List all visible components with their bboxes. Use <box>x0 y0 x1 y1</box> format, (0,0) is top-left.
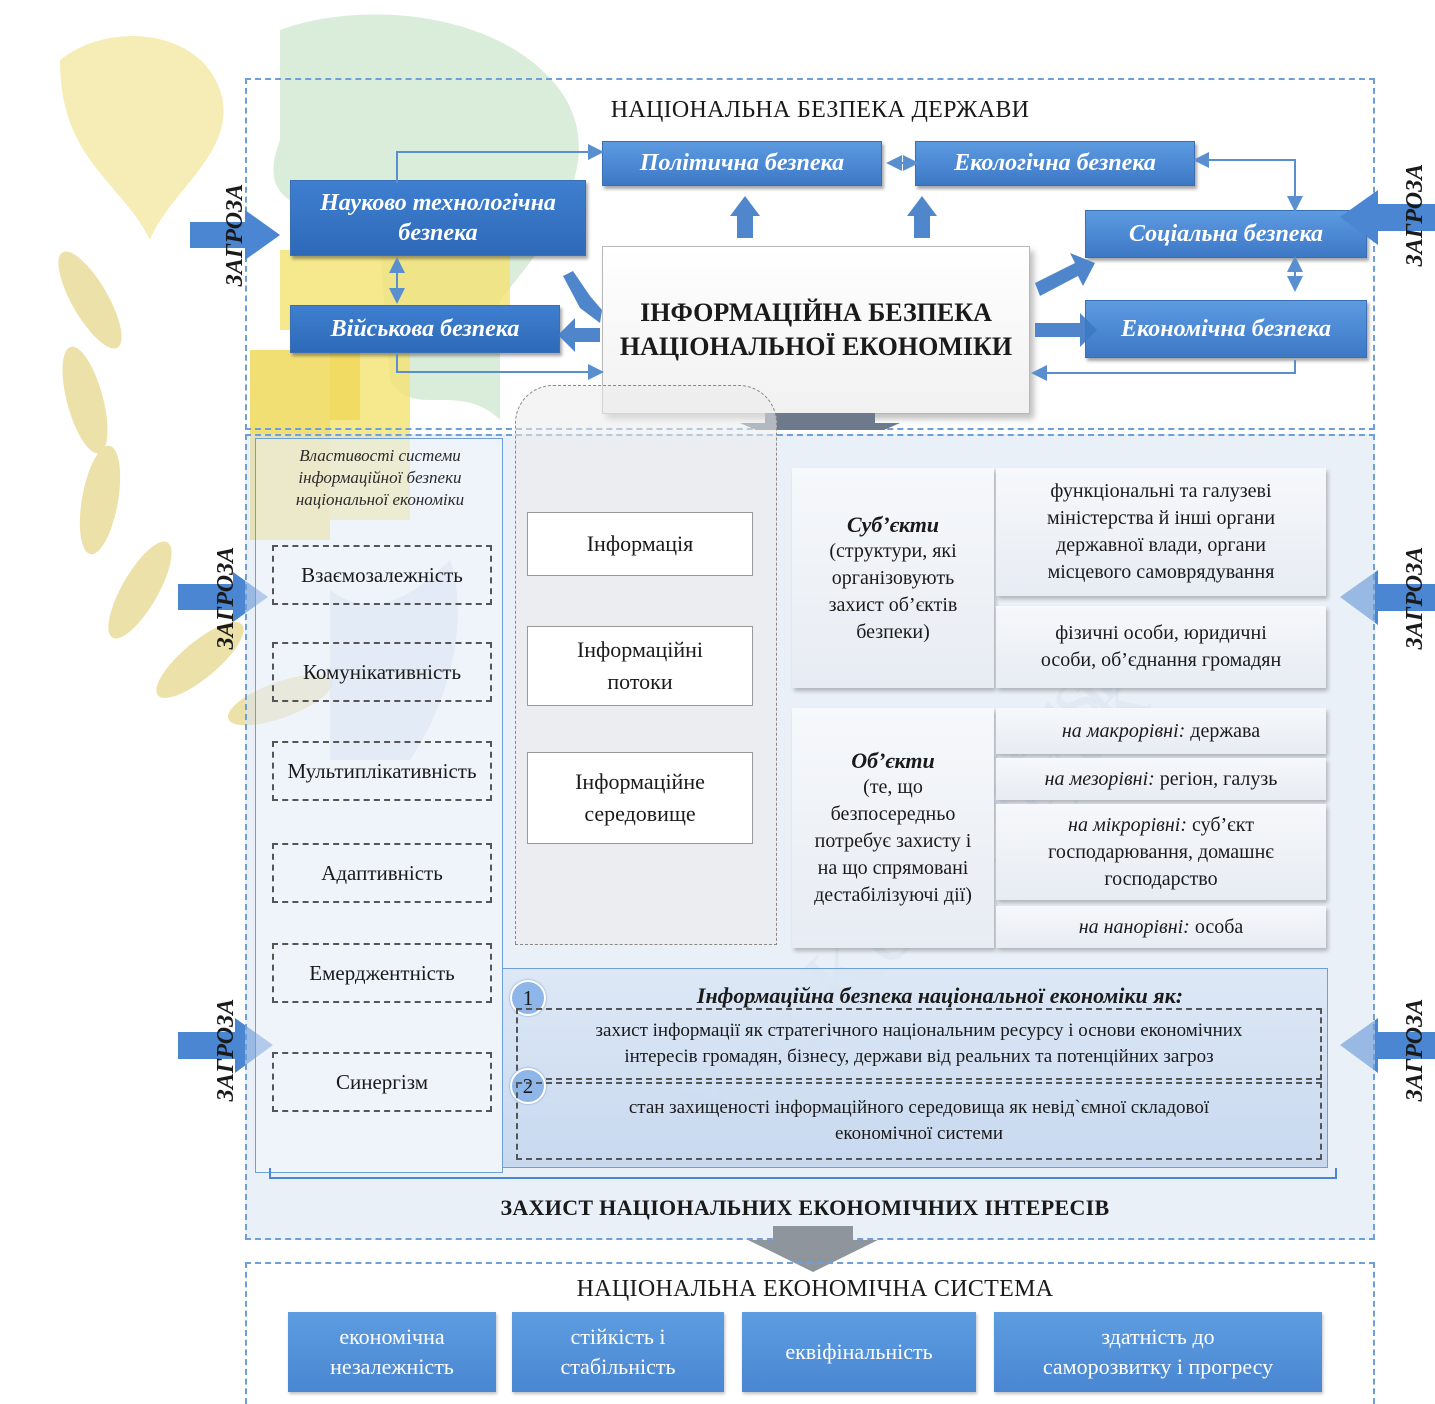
objects-micro-extra-1: господарювання, домашнє <box>1048 840 1274 863</box>
objects-desc-3: потребує захисту і <box>814 830 972 852</box>
objects-macro-value: держава <box>1190 719 1261 742</box>
system-item4-line-1: здатність до <box>1101 1324 1215 1349</box>
property-emergence: Емерджентність <box>272 943 492 1003</box>
property-interdependence: Взаємозалежність <box>272 545 492 605</box>
system-item1-line-2: незалежність <box>330 1354 454 1379</box>
definition-item2-line-1: стан захищеності інформаційного середови… <box>628 1097 1210 1118</box>
properties-title-line-1: Властивості системи <box>299 446 461 465</box>
system-item4-line-2: саморозвитку і прогресу <box>1042 1354 1274 1379</box>
political-security-box: Політична безпека <box>602 141 882 186</box>
objects-macro-label: на макрорівні: <box>1061 719 1186 742</box>
system-stability-box: стійкість і стабільність <box>512 1312 724 1392</box>
info-flows-box: Інформаційні потоки <box>527 626 753 706</box>
info-box: Інформація <box>527 512 753 576</box>
info-flows-line-1: Інформаційні <box>576 637 704 662</box>
property-synergism: Синергізм <box>272 1052 492 1112</box>
economic-system-frame <box>245 1262 1375 1404</box>
threat-label-mid-left: ЗАГРОЗА <box>212 546 239 650</box>
threat-label-top-left: ЗАГРОЗА <box>221 183 248 287</box>
subjects-title: Суб’єкти <box>846 511 940 537</box>
ecological-security-box: Екологічна безпека <box>915 141 1195 186</box>
objects-meso-label: на мезорівні: <box>1044 767 1155 790</box>
info-environment-box: Інформаційне середовище <box>527 752 753 844</box>
subjects-desc-3: захист об’єктів <box>828 593 958 616</box>
scitech-line-2: безпека <box>398 220 478 246</box>
objects-desc-4: на що спрямовані <box>817 857 969 879</box>
subjects-desc-2: організовують <box>831 566 955 589</box>
economic-security-box: Економічна безпека <box>1085 300 1367 358</box>
info-env-line-1: Інформаційне <box>575 769 705 794</box>
subjects-authorities-box: функціональні та галузеві міністерства й… <box>996 468 1326 596</box>
objects-macro-box: на макрорівні: держава <box>996 708 1326 754</box>
objects-micro-box: на мікрорівні: суб’єкт господарювання, д… <box>996 804 1326 900</box>
system-equifinality-box: еквіфінальність <box>742 1312 976 1392</box>
threat-label-bottom-right: ЗАГРОЗА <box>1401 998 1428 1102</box>
property-multiplicativity: Мультиплікативність <box>272 741 492 801</box>
system-item1-line-1: економічна <box>339 1324 445 1349</box>
subjects-desc-1: (структури, які <box>829 539 957 562</box>
definition-item-1: захист інформації як стратегічного націо… <box>516 1008 1322 1080</box>
system-item2-line-2: стабільність <box>560 1354 676 1379</box>
subjects-box1-line-3: державної влади, органи <box>1056 534 1266 556</box>
system-selfdevelopment-box: здатність до саморозвитку і прогресу <box>994 1312 1322 1392</box>
objects-box: Об’єкти (те, що безпосередньо потребує з… <box>792 708 994 948</box>
properties-title-line-2: інформаційної безпеки <box>298 468 462 487</box>
objects-desc-1: (те, що <box>863 776 923 798</box>
threat-label-mid-right: ЗАГРОЗА <box>1401 546 1428 650</box>
objects-nano-label: на нанорівні: <box>1078 915 1190 938</box>
core-line-1: ІНФОРМАЦІЙНА БЕЗПЕКА <box>640 298 992 327</box>
economic-system-title: НАЦІОНАЛЬНА ЕКОНОМІЧНА СИСТЕМА <box>576 1275 1054 1302</box>
objects-micro-value: суб’єкт <box>1192 813 1254 836</box>
threat-arrow-top-left <box>190 210 280 260</box>
properties-title-line-3: національної економіки <box>295 490 465 509</box>
system-item2-line-1: стійкість і <box>570 1324 666 1349</box>
protection-brace <box>269 1168 1337 1179</box>
definition-item1-line-2: інтересів громадян, бізнесу, держави від… <box>624 1046 1214 1067</box>
threat-label-bottom-left: ЗАГРОЗА <box>212 998 239 1102</box>
objects-title: Об’єкти <box>851 748 935 773</box>
subjects-desc-4: безпеки) <box>856 620 930 643</box>
objects-nano-value: особа <box>1194 915 1244 938</box>
social-security-box: Соціальна безпека <box>1085 210 1367 258</box>
scitech-line-1: Науково технологічна <box>320 190 556 216</box>
property-communicativeness: Комунікативність <box>272 642 492 702</box>
objects-meso-box: на мезорівні: регіон, галузь <box>996 758 1326 800</box>
property-adaptivity: Адаптивність <box>272 843 492 903</box>
threat-arrow-top-right <box>1340 190 1435 245</box>
subjects-box2-line-2: особи, об’єднання громадян <box>1040 649 1282 671</box>
objects-meso-value: регіон, галузь <box>1159 767 1278 790</box>
system-independence-box: економічна незалежність <box>288 1312 496 1392</box>
subjects-box1-line-4: місцевого самоврядування <box>1047 561 1275 583</box>
scitech-security-box: Науково технологічна безпека <box>290 180 586 256</box>
subjects-box: Суб’єкти (структури, які організовують з… <box>792 468 994 688</box>
definition-panel <box>502 968 1328 1168</box>
info-flows-line-2: потоки <box>607 669 673 694</box>
objects-micro-extra-2: господарство <box>1104 867 1218 890</box>
subjects-persons-box: фізичні особи, юридичні особи, об’єднанн… <box>996 606 1326 688</box>
threat-label-top-right: ЗАГРОЗА <box>1401 163 1428 267</box>
protection-label: ЗАХИСТ НАЦІОНАЛЬНИХ ЕКОНОМІЧНИХ ІНТЕРЕСІ… <box>500 1195 1110 1220</box>
objects-nano-box: на нанорівні: особа <box>996 906 1326 948</box>
military-security-box: Військова безпека <box>290 305 560 353</box>
subjects-box1-line-1: функціональні та галузеві <box>1050 480 1272 502</box>
objects-desc-2: безпосередньо <box>830 803 956 825</box>
subjects-box1-line-2: міністерства й інші органи <box>1046 507 1276 529</box>
national-security-title: НАЦІОНАЛЬНА БЕЗПЕКА ДЕРЖАВИ <box>610 96 1030 123</box>
down-arrow-to-system <box>748 1226 878 1272</box>
objects-micro-label: на мікрорівні: <box>1068 813 1187 836</box>
definition-item-2: стан захищеності інформаційного середови… <box>516 1082 1322 1160</box>
core-line-2: НАЦІОНАЛЬНОЇ ЕКОНОМІКИ <box>619 332 1013 361</box>
top-connectors <box>389 144 1303 430</box>
objects-desc-5: дестабілізуючі дії) <box>814 884 972 906</box>
subjects-box2-line-1: фізичні особи, юридичні <box>1055 622 1267 644</box>
definition-item1-line-1: захист інформації як стратегічного націо… <box>595 1020 1243 1041</box>
definition-title: Інформаційна безпека національної економ… <box>696 983 1184 1008</box>
info-env-line-2: середовище <box>584 801 696 826</box>
properties-title: Властивості системи інформаційної безпек… <box>260 442 500 514</box>
definition-item2-line-2: економічної системи <box>834 1123 1004 1144</box>
properties-column <box>255 438 503 1173</box>
